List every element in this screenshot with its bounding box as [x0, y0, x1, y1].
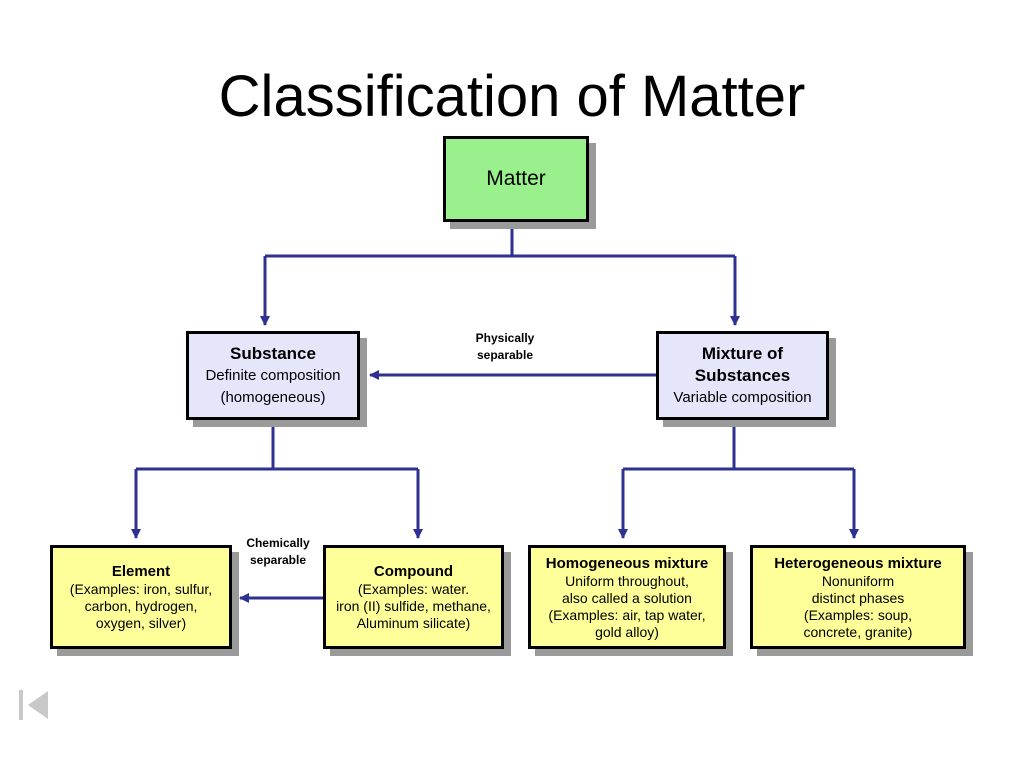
compound-line: iron (II) sulfide, methane,: [336, 598, 491, 614]
chemically-separable-note: Chemically separable: [228, 535, 328, 569]
mixture-box: Mixture of Substances Variable compositi…: [656, 331, 829, 420]
mixture-label: Substances: [694, 365, 791, 385]
element-line: carbon, hydrogen,: [84, 598, 198, 614]
matter-box: Matter: [443, 136, 589, 222]
heterogeneous-line: Nonuniform: [821, 572, 895, 589]
element-box: Element (Examples: iron, sulfur, carbon,…: [50, 545, 232, 649]
slide-title: Classification of Matter: [218, 64, 806, 129]
note-line: separable: [476, 348, 534, 362]
compound-label: Compound: [373, 563, 454, 580]
homogeneous-label: Homogeneous mixture: [545, 554, 709, 572]
substance-label: Substance: [230, 343, 316, 363]
compound-line: Aluminum silicate): [356, 615, 471, 631]
first-slide-icon: [19, 690, 48, 720]
compound-box: Compound (Examples: water. iron (II) sul…: [323, 545, 504, 649]
heterogeneous-line: (Examples: soup,: [803, 606, 913, 623]
homogeneous-line: (Examples: air, tap water,: [548, 606, 706, 623]
substance-box: Substance Definite composition (homogene…: [186, 331, 360, 420]
note-line: Chemically: [246, 536, 310, 550]
substance-line: (homogeneous): [220, 388, 326, 406]
matter-label: Matter: [486, 167, 546, 190]
compound-line: (Examples: water.: [357, 581, 470, 597]
element-line: oxygen, silver): [95, 615, 187, 631]
heterogeneous-line: distinct phases: [811, 589, 905, 606]
heterogeneous-label: Heterogeneous mixture: [774, 554, 942, 572]
first-slide-button[interactable]: [16, 688, 52, 722]
heterogeneous-line: concrete, granite): [803, 623, 913, 640]
substance-line: Definite composition: [205, 366, 341, 384]
homogeneous-mixture-box: Homogeneous mixture Uniform throughout, …: [528, 545, 726, 649]
homogeneous-line: gold alloy): [595, 623, 659, 640]
homogeneous-line: also called a solution: [562, 589, 692, 606]
element-label: Element: [111, 563, 171, 580]
physically-separable-note: Physically separable: [455, 330, 555, 364]
mixture-label: Mixture of: [701, 343, 784, 363]
note-line: separable: [249, 553, 307, 567]
element-line: (Examples: iron, sulfur,: [69, 581, 213, 597]
heterogeneous-mixture-box: Heterogeneous mixture Nonuniform distinc…: [750, 545, 966, 649]
mixture-line: Variable composition: [673, 388, 812, 406]
homogeneous-line: Uniform throughout,: [565, 572, 689, 589]
note-line: Physically: [475, 331, 535, 345]
